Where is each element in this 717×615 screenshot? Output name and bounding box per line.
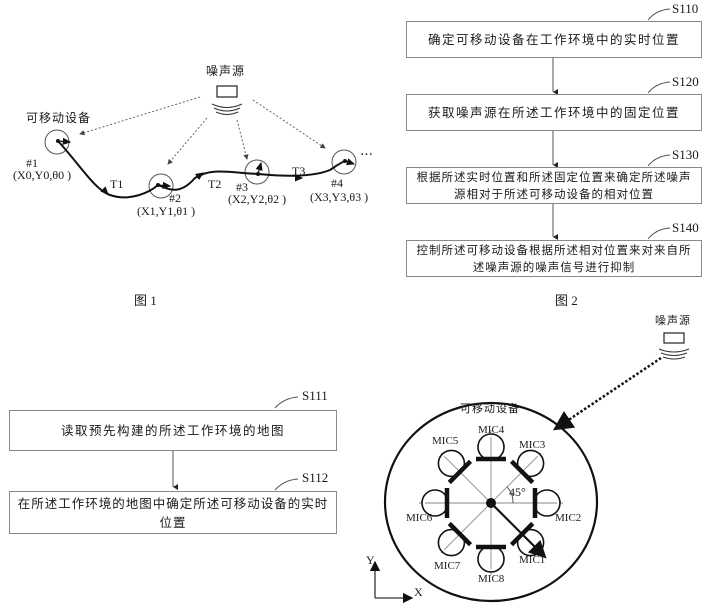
propagation-arrow — [79, 96, 201, 136]
fig1-caption: 图 1 — [134, 293, 157, 308]
step-id-s130: S130 — [672, 147, 699, 162]
axis-x-label: X — [414, 585, 423, 599]
incoming-sound-arrow — [552, 356, 662, 431]
position-4-id: #4 — [331, 176, 343, 190]
fig4-device-label: 可移动设备 — [460, 402, 520, 415]
noise-source-icon — [211, 85, 243, 115]
coordinate-axes — [369, 560, 414, 604]
device-position-4 — [331, 149, 357, 175]
mic6-icon — [421, 488, 450, 518]
mic5-label: MIC5 — [432, 435, 459, 447]
mic8-label: MIC8 — [478, 573, 505, 585]
position-3-coords: (X2,Y2,θ2 ) — [228, 192, 287, 206]
segment-t2-label: T2 — [208, 177, 222, 191]
propagation-arrow — [236, 119, 249, 160]
propagation-arrow — [252, 99, 326, 149]
fig2-caption: 图 2 — [555, 293, 578, 308]
step-id-s140: S140 — [672, 220, 699, 235]
fig1-noise-source-label: 噪声源 — [206, 64, 246, 78]
fig1-trajectory-diagram — [44, 85, 357, 199]
fig1-device-label: 可移动设备 — [26, 111, 92, 125]
step-id-s110: S110 — [672, 1, 699, 16]
position-1-coords: (X0,Y0,θ0 ) — [13, 168, 72, 182]
mic3-label: MIC3 — [519, 439, 546, 451]
mic7-label: MIC7 — [434, 560, 461, 572]
segment-t3-label: T3 — [292, 164, 306, 178]
flow-step-s111: 读取预先构建的所述工作环境的地图 — [9, 410, 337, 451]
segment-t1-label: T1 — [110, 177, 124, 191]
mic5-icon — [437, 449, 473, 485]
mic4-icon — [476, 433, 506, 462]
continuation-ellipsis: … — [360, 144, 373, 159]
flow-step-s112: 在所述工作环境的地图中确定所述可移动设备的实时位置 — [9, 491, 337, 534]
step-id-s112: S112 — [302, 470, 329, 485]
device-body — [383, 401, 599, 603]
device-position-3 — [244, 159, 270, 185]
mic7-icon — [437, 521, 473, 557]
fig4-noise-source-icon — [658, 332, 690, 360]
mic1-label: MIC1 — [519, 554, 546, 566]
position-1-id: #1 — [26, 156, 38, 170]
heading-arrow — [490, 502, 547, 559]
propagation-arrow — [167, 117, 208, 165]
mic6-label: MIC6 — [406, 512, 433, 524]
flow-step-s110: 确定可移动设备在工作环境中的实时位置 — [406, 21, 702, 58]
mic3-icon — [509, 449, 545, 485]
axis-y-label: Y — [366, 553, 375, 567]
fig4-noise-source-label: 噪声源 — [655, 314, 691, 327]
fig2-connectors — [552, 8, 671, 240]
flow-step-s130: 根据所述实时位置和所述固定位置来确定所述噪声源相对于所述可移动设备的相对位置 — [406, 167, 702, 204]
position-4-coords: (X3,Y3,θ3 ) — [310, 190, 369, 204]
position-2-id: #2 — [169, 191, 181, 205]
mic8-icon — [476, 544, 506, 573]
position-2-coords: (X1,Y1,θ1 ) — [137, 204, 196, 218]
step-id-s111: S111 — [302, 388, 328, 403]
mic4-label: MIC4 — [478, 424, 505, 436]
flow-step-s140: 控制所述可移动设备根据所述相对位置来对来自所述噪声源的噪声信号进行抑制 — [406, 240, 702, 277]
mic2-icon — [532, 488, 561, 518]
step-id-s120: S120 — [672, 74, 699, 89]
position-3-id: #3 — [236, 180, 248, 194]
fig3-connectors — [172, 396, 299, 491]
fig4-mic-array-diagram — [369, 332, 690, 604]
mic2-label: MIC2 — [555, 512, 582, 524]
flow-step-s120: 获取噪声源在所述工作环境中的固定位置 — [406, 94, 702, 131]
angle-label: 45° — [509, 485, 526, 499]
device-position-2 — [148, 173, 174, 199]
